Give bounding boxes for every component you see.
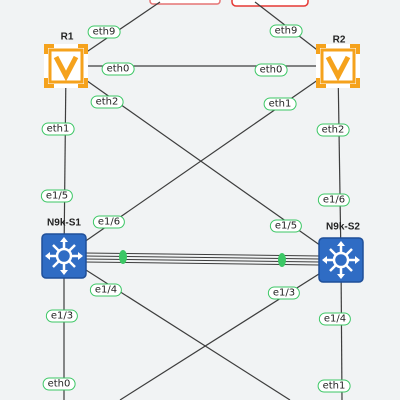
- iface-s1-r2: e1/6: [92, 215, 126, 229]
- top-left-node-partial[interactable]: [149, 0, 221, 5]
- iface-r1-r2-a: eth0: [101, 62, 135, 76]
- s2-label: N9k-S2: [326, 221, 360, 233]
- link-s1-cross: [63, 255, 291, 400]
- iface-r1-top: eth9: [87, 25, 121, 39]
- s1-switch-icon[interactable]: [41, 233, 87, 279]
- iface-r1-r2-b: eth0: [254, 63, 288, 77]
- r2-router-icon[interactable]: [316, 44, 360, 88]
- top-right-node-partial[interactable]: [231, 0, 309, 7]
- r1-label: R1: [60, 31, 74, 43]
- r1-router-icon[interactable]: [44, 44, 88, 88]
- iface-r2-s2: eth2: [316, 123, 350, 137]
- iface-r1-s1: eth1: [41, 122, 75, 136]
- iface-s1-down: e1/3: [45, 309, 79, 323]
- port-channel-marker-right: [278, 253, 286, 267]
- iface-bottom-right: eth1: [317, 379, 351, 393]
- s1-label: N9k-S1: [47, 217, 81, 229]
- iface-s2-cross: e1/3: [267, 286, 301, 300]
- s2-switch-icon[interactable]: [318, 237, 364, 283]
- iface-s1-r1: e1/5: [40, 189, 74, 203]
- iface-r2-down: eth1: [263, 97, 297, 111]
- iface-s2-r2: e1/6: [317, 193, 351, 207]
- link-r1-s1: [63, 65, 67, 257]
- link-s2-down: [340, 259, 343, 400]
- r2-label: R2: [332, 34, 346, 46]
- iface-r2-top: eth9: [269, 24, 303, 38]
- iface-bottom-left: eth0: [42, 377, 76, 391]
- port-channel-marker-left: [119, 250, 127, 264]
- iface-s1-cross: e1/4: [89, 283, 123, 297]
- link-s2-cross: [119, 259, 342, 400]
- iface-s2-r1: e1/5: [269, 219, 303, 233]
- link-r2-s2: [337, 65, 342, 261]
- iface-r1-down: eth2: [90, 95, 124, 109]
- iface-s2-down: e1/4: [318, 312, 352, 326]
